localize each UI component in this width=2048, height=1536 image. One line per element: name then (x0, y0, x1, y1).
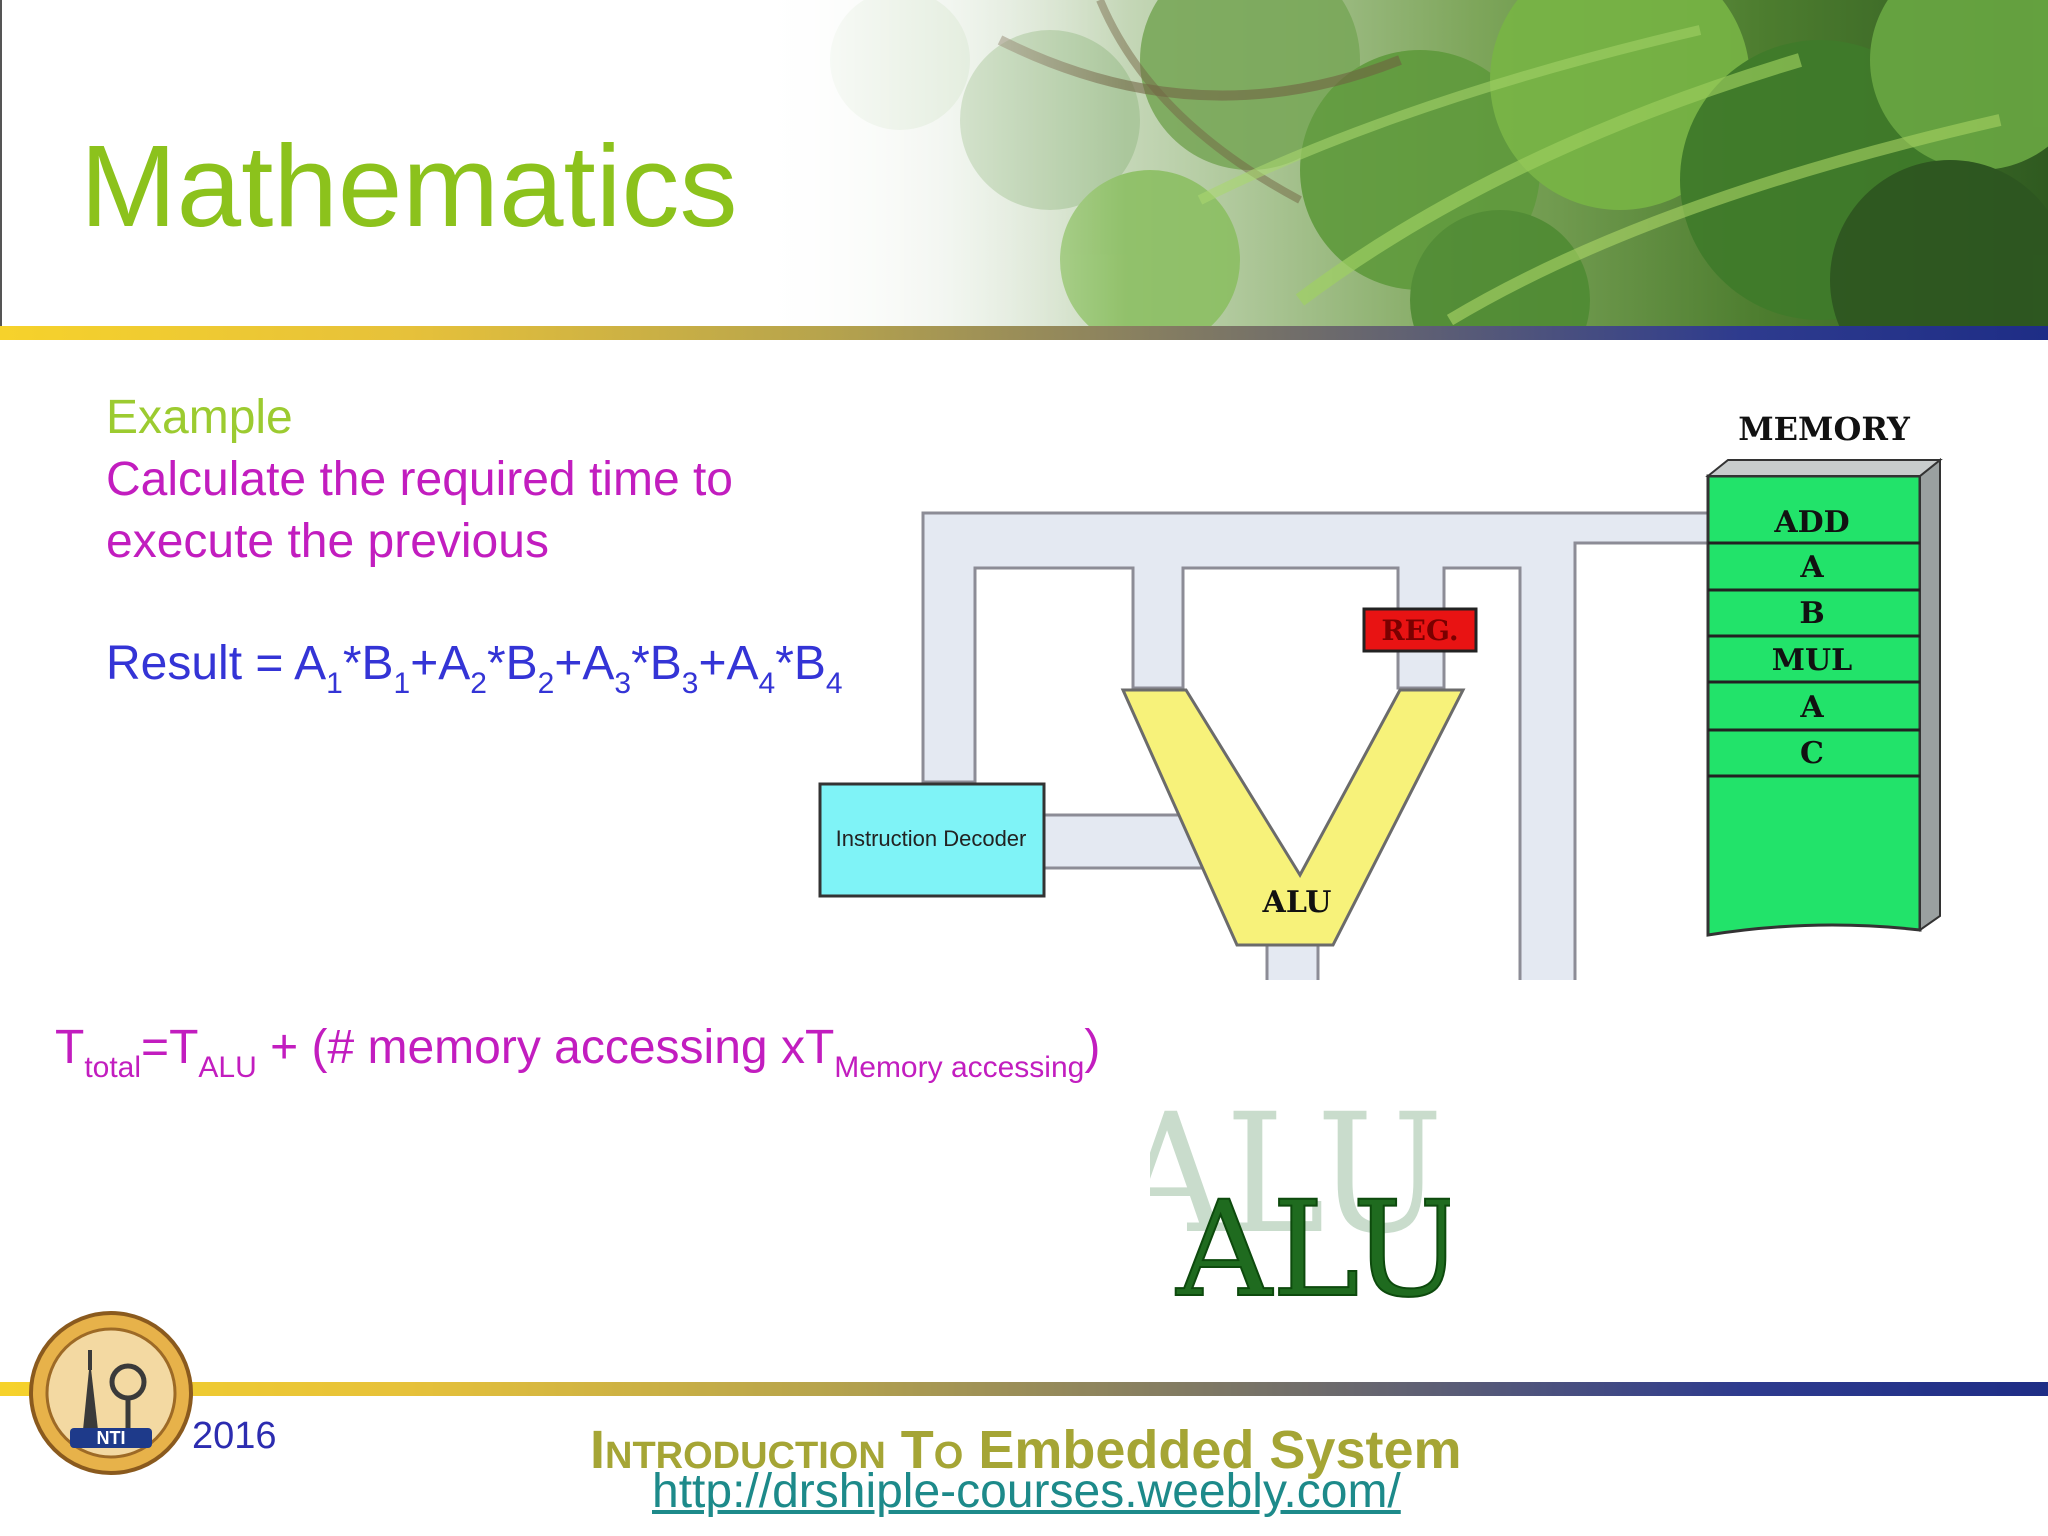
memory-cell-6: C (1800, 736, 1824, 771)
question-line-2: execute the previous (106, 515, 549, 568)
memory-cell-5: A (1799, 690, 1824, 725)
time-formula: Ttotal=TALU + (# memory accessing xTMemo… (55, 1021, 1101, 1084)
slide-title: Mathematics (80, 121, 738, 251)
result-term-1: A1*B1 (294, 637, 411, 700)
header-banner: Mathematics (0, 0, 2048, 326)
memory-title: MEMORY (1738, 410, 1911, 448)
result-term-3: A3*B3 (582, 637, 699, 700)
footer-url-link[interactable]: http://drshiple-courses.weebly.com/ (652, 1465, 1401, 1518)
instruction-decoder-box (818, 782, 1046, 898)
alu-watermark-text: ALU (1175, 1173, 1450, 1315)
instruction-decoder-label: Instruction Decoder (836, 826, 1027, 851)
fern-foliage-image (0, 0, 2048, 326)
alu-watermark-shadow: ALU (1150, 1079, 1443, 1270)
data-bus (921, 511, 1710, 980)
memory-side (1919, 457, 1941, 932)
memory-top (1705, 459, 1943, 477)
header-divider-band (0, 326, 2048, 340)
cpu-memory-diagram: ALU REG. Instruction Decoder MEMORY ADD … (818, 410, 1943, 980)
memory-cell-3: B (1799, 596, 1824, 631)
register-label: REG. (1381, 614, 1458, 647)
footer-course-title: INTRODUCTION TO Embedded System (590, 1420, 1462, 1480)
register-box (1362, 607, 1478, 653)
result-term-2: A2*B2 (438, 637, 555, 700)
memory-cell-4: MUL (1772, 643, 1852, 678)
nti-logo: NTI (29, 1311, 193, 1475)
question-line-1: Calculate the required time to (106, 453, 733, 506)
memory-cell-1: ADD (1773, 505, 1849, 540)
alu-watermark: ALU ALU (1150, 1079, 1450, 1315)
result-term-4: A4*B4 (726, 637, 843, 700)
memory-cell-2: A (1799, 550, 1824, 585)
result-equation: Result = A1*B1+A2*B2+A3*B3+A4*B4 (106, 637, 843, 700)
result-prefix: Result = (106, 637, 295, 690)
nti-logo-text: NTI (97, 1428, 126, 1448)
header-left-border (0, 0, 2, 326)
footer-year: 2016 (192, 1415, 277, 1457)
alu-label: ALU (1262, 885, 1332, 920)
footer-divider-band (0, 1382, 2048, 1396)
alu-shape (1120, 688, 1466, 947)
example-label: Example (106, 391, 293, 444)
